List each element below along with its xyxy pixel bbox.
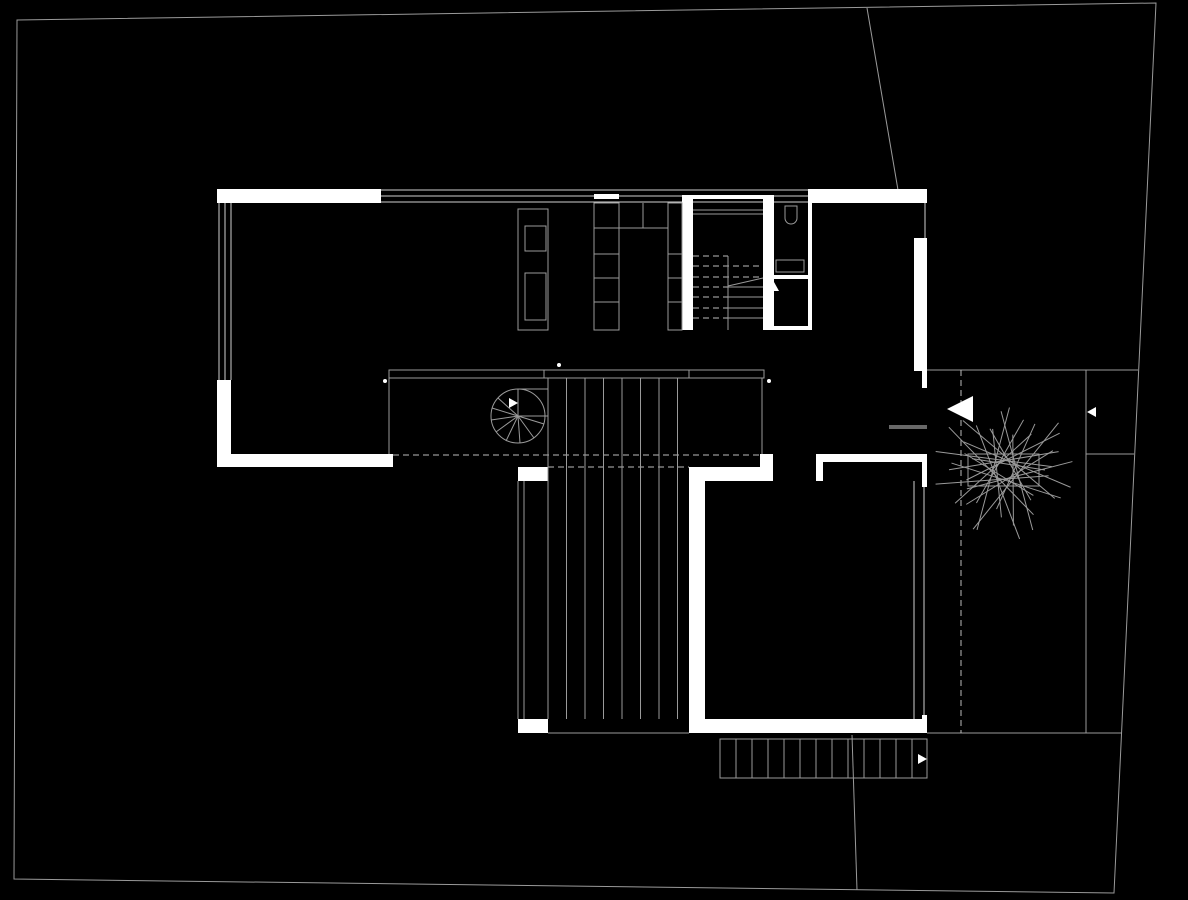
spiral-stair-arrow-icon xyxy=(509,398,518,408)
plan-line xyxy=(935,475,1049,485)
plan-line xyxy=(989,428,1032,501)
plan-line xyxy=(954,433,1032,504)
entrance-area xyxy=(889,369,1138,734)
walls xyxy=(217,189,927,733)
entrance-arrow-icon xyxy=(947,396,973,422)
plan-line xyxy=(964,453,1034,496)
plan-line xyxy=(992,428,1002,518)
plan-line xyxy=(962,420,1056,499)
interior-stair xyxy=(693,209,779,330)
deck xyxy=(547,378,678,719)
step-arrow-icon xyxy=(918,754,927,764)
side-entry-arrow-icon xyxy=(1087,407,1096,417)
gallery xyxy=(383,363,771,468)
tree-symbol-icon xyxy=(935,407,1073,540)
exterior-steps xyxy=(719,738,928,779)
plan-line xyxy=(951,462,1061,499)
plan-line xyxy=(935,450,1052,468)
stair-direction-arrow-icon xyxy=(769,282,779,291)
plan-line xyxy=(966,461,1073,490)
plan-line xyxy=(972,422,1059,530)
toilet-icon xyxy=(784,205,798,225)
plan-line xyxy=(948,426,1034,516)
plan-line xyxy=(1000,411,1034,531)
kitchen-furniture xyxy=(517,202,805,331)
plan-line xyxy=(972,458,1046,471)
plan-line xyxy=(1012,434,1014,526)
plan-line xyxy=(963,441,1071,488)
site-boundary xyxy=(13,2,1157,894)
spiral-stair xyxy=(490,388,549,444)
